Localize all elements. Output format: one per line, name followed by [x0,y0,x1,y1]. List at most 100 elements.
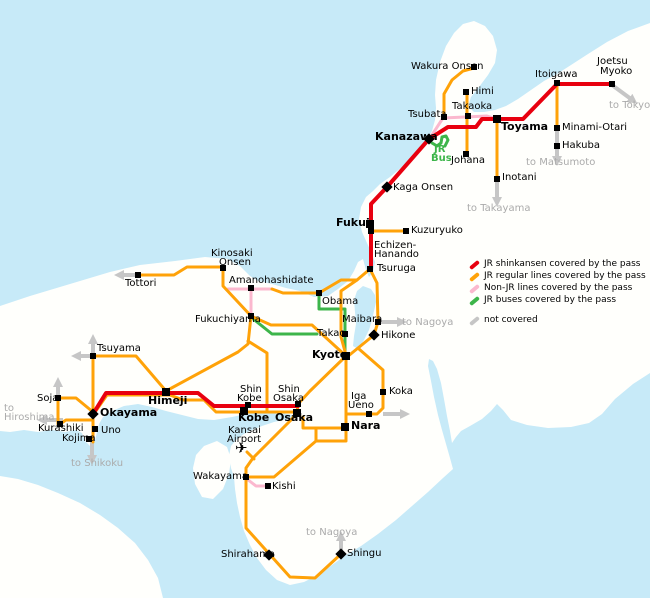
label-kurashiki: Kurashiki [38,423,84,434]
label-shingu: Shingu [347,548,382,559]
label-minami-otari: Minami-Otari [562,122,628,133]
label-soja: Soja [37,393,59,404]
station-marker-kyoto [342,352,350,360]
bus-line-icon [468,295,481,306]
label-tsubata: Tsubata [408,109,447,120]
honshu-landmass [0,21,650,585]
station-marker-tsubata [441,114,447,120]
label-maibara: Maibara [342,314,383,325]
legend-item-regular: JR regular lines covered by the pass [468,270,646,282]
station-marker-shin-kobe [245,402,251,408]
not-covered-line-0 [610,83,638,104]
label-tsuyama: Tsuyama [97,343,141,354]
label-ueno: Ueno [348,400,374,411]
station-marker-johana [463,151,469,157]
label-johana: Johana [451,155,485,166]
legend: JR shinkansen covered by the pass JR reg… [468,258,646,326]
label-shin: Shin [240,384,262,395]
legend-label: not covered [484,315,538,325]
station-marker-osaka [293,409,301,417]
station-marker-tottori [135,272,141,278]
station-marker-shingu [335,548,347,560]
label-obama: Obama [322,296,359,307]
station-marker-shin-osaka [295,401,301,407]
label-amanohashidate: Amanohashidate [229,275,314,286]
legend-item-not-covered: not covered [468,314,646,326]
label-tsuruga: Tsuruga [377,263,416,274]
station-marker-inotani [494,176,500,182]
label-kuzuryuko: Kuzuryuko [411,225,463,236]
label-wakayama: Wakayama [193,471,249,482]
label-toyama: Toyama [501,120,549,133]
label-osaka: Osaka [275,411,314,424]
label-bus: Bus [431,153,452,164]
station-marker-kishi [265,483,271,489]
legend-label: Non-JR lines covered by the pass [484,283,633,293]
label-to-nagoya: to Nagoya [402,317,454,328]
label-tottori: Tottori [125,278,157,289]
station-marker-itoigawa [554,80,560,86]
label-kanazawa: Kanazawa [375,130,438,143]
not-covered-line-icon [468,315,481,326]
legend-label: JR shinkansen covered by the pass [484,259,641,269]
label-inotani: Inotani [502,172,537,183]
label-hanando: Hanando [374,249,419,260]
label-takao: Takao [317,328,346,339]
station-marker-kanazawa [423,133,435,145]
station-marker-hakuba [554,143,560,149]
label-kobe: Kobe [238,411,270,424]
station-marker-kobe [240,407,248,415]
legend-label: JR regular lines covered by the pass [484,271,646,281]
station-marker-wakayama [243,474,249,480]
label-to: to [4,403,15,414]
jr-regular-line-4 [368,267,380,324]
jr-regular-line-18 [91,354,168,393]
label-to-shikoku: to Shikoku [71,458,124,469]
station-marker-soja [55,395,61,401]
jr-regular-line-24 [442,66,476,119]
legend-item-bus: JR buses covered by the pass [468,294,646,306]
label-myoko: Myoko [600,66,633,77]
jr-regular-line-12 [245,450,256,461]
label-okayama: Okayama [100,406,158,419]
station-marker-minami-otari [554,125,560,131]
shinkansen-line-1 [369,82,614,271]
label-itoigawa: Itoigawa [535,69,578,80]
legend-item-shinkansen: JR shinkansen covered by the pass [468,258,646,270]
label-takaoka: Takaoka [452,101,493,112]
legend-item-nonjr: Non-JR lines covered by the pass [468,282,646,294]
label-hiroshima: Hiroshima [4,412,55,423]
label-joetsu: Joetsu [597,56,628,67]
station-marker-wakura-onsen [471,64,477,70]
awaji-island [193,441,231,499]
jr-regular-line-14 [295,354,348,415]
label-to-tokyo: to Tokyo [609,100,650,111]
label-onsen: Onsen [219,257,251,268]
label-himeji: Himeji [148,394,188,407]
station-marker-kinosaki-onsen [220,265,226,271]
jr-regular-line-10 [244,439,318,479]
jr-regular-line-16 [164,314,253,393]
label-kaga-onsen: Kaga Onsen [393,182,454,193]
label-to-takayama: to Takayama [467,203,531,214]
station-marker-uno [92,426,98,432]
station-marker-kojima [86,436,92,442]
jr-regular-line-20 [56,396,95,414]
label-shirahama: Shirahama [221,549,276,560]
station-marker-nara [341,423,349,431]
station-marker-tsuyama [90,353,96,359]
station-marker-joetsu-myoko [609,81,615,87]
label-nara: Nara [351,419,381,432]
station-marker-kuzuryuko [403,228,409,234]
jr-regular-line-13 [244,475,343,580]
jr-bus-line-2 [430,134,450,148]
label-kinosaki: Kinosaki [211,248,253,259]
jr-regular-line-17 [246,339,269,414]
station-marker-toyama [493,115,501,123]
label-wakura-onsen: Wakura Onsen [411,61,484,72]
station-marker-takaoka [465,113,471,119]
label-kojima: Kojima [62,433,96,444]
label-echizen: Echizen- [374,240,417,251]
label-kobe: Kobe [237,393,262,404]
